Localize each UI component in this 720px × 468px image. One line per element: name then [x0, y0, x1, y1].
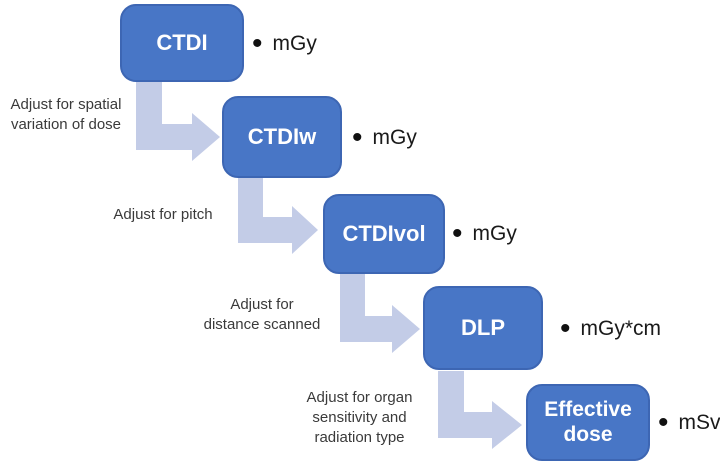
elbow-arrow-icon: [238, 177, 318, 254]
unit-label: mSv: [678, 411, 720, 434]
transition-label-distance-scanned: Adjust for distance scanned: [203, 296, 321, 333]
bullet-icon: •: [352, 121, 363, 154]
bullet-icon: •: [452, 217, 463, 250]
transition-label-pitch: Adjust for pitch: [113, 206, 213, 223]
unit-dlp: • mGy*cm: [560, 314, 661, 344]
unit-label: mGy: [472, 222, 517, 245]
elbow-arrow-icon: [340, 273, 420, 353]
elbow-arrow-icon: [438, 371, 522, 449]
transition-label-organ-sensitivity: Adjust for organ sensitivity and radiati…: [306, 389, 413, 446]
bullet-icon: •: [658, 406, 669, 439]
unit-ctdi: • mGy: [252, 29, 317, 59]
unit-label: mGy: [272, 32, 317, 55]
step-box-dlp: DLP: [423, 286, 543, 370]
bullet-icon: •: [560, 312, 571, 345]
elbow-arrow-icon: [136, 82, 220, 161]
bullet-icon: •: [252, 27, 263, 60]
step-box-effective-dose: Effective dose: [526, 384, 650, 461]
unit-label: mGy*cm: [580, 317, 662, 340]
unit-ctdivol: • mGy: [452, 219, 517, 249]
step-box-ctdiw: CTDIw: [222, 96, 342, 178]
step-box-ctdi: CTDI: [120, 4, 244, 82]
unit-ctdiw: • mGy: [352, 123, 417, 153]
step-box-ctdivol: CTDIvol: [323, 194, 445, 274]
transition-label-spatial-variation: Adjust for spatial variation of dose: [10, 96, 122, 133]
unit-label: mGy: [372, 126, 417, 149]
unit-effective-dose: • mSv: [658, 408, 720, 438]
